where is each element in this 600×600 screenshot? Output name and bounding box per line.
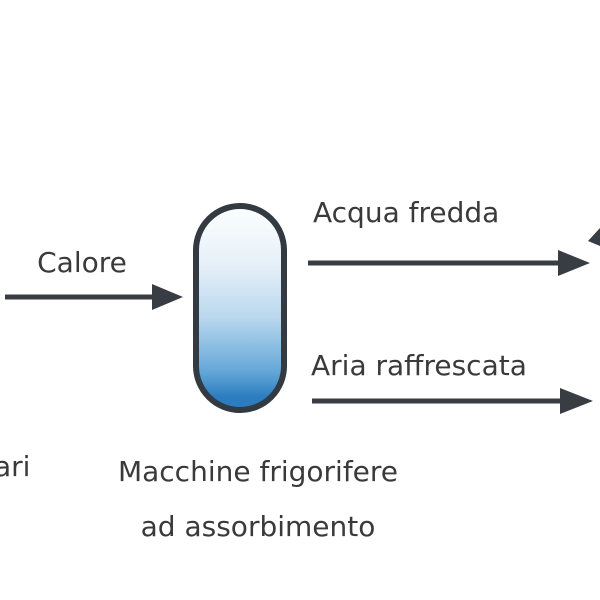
cropped-left-text: ari bbox=[0, 450, 31, 483]
calore-label: Calore bbox=[37, 246, 127, 279]
acqua-fredda-label: Acqua fredda bbox=[313, 196, 500, 229]
node-caption-line2: ad assorbimento bbox=[140, 510, 376, 543]
cropped-arrowhead-fragment-icon bbox=[588, 228, 600, 246]
node-caption-line1: Macchine frigorifere bbox=[117, 455, 399, 488]
absorption-chiller-node bbox=[193, 203, 287, 413]
node-caption: Macchine frigorifere ad assorbimento bbox=[60, 444, 456, 554]
aria-raffrescata-label: Aria raffrescata bbox=[311, 349, 527, 382]
aria-raffrescata-arrow-right-icon bbox=[312, 388, 593, 414]
acqua-fredda-arrow-right-icon bbox=[308, 250, 590, 276]
calore-arrow-right-icon bbox=[5, 284, 183, 310]
